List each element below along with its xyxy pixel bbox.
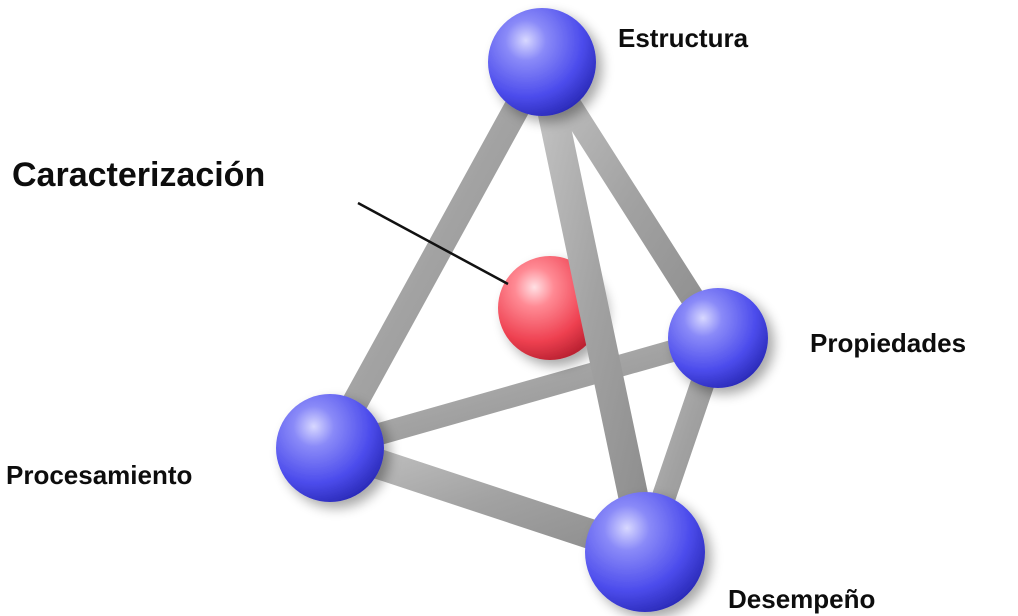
center-label: Caracterización — [12, 156, 265, 194]
vertex-label-right: Propiedades — [810, 328, 966, 358]
vertex-sphere-left — [276, 394, 384, 502]
rod-top-right — [530, 50, 730, 350]
pointer-line — [357, 201, 509, 286]
rod-top-left — [317, 49, 555, 461]
vertex-label-top: Estructura — [618, 23, 749, 53]
vertex-label-left: Procesamiento — [6, 460, 192, 490]
rod-top-bottom — [527, 47, 660, 567]
vertex-sphere-bottom — [585, 492, 705, 612]
vertex-sphere-right — [668, 288, 768, 388]
vertex-sphere-top — [488, 8, 596, 116]
vertex-label-bottom: Desempeño — [728, 584, 875, 614]
rod-left-right — [319, 327, 729, 459]
